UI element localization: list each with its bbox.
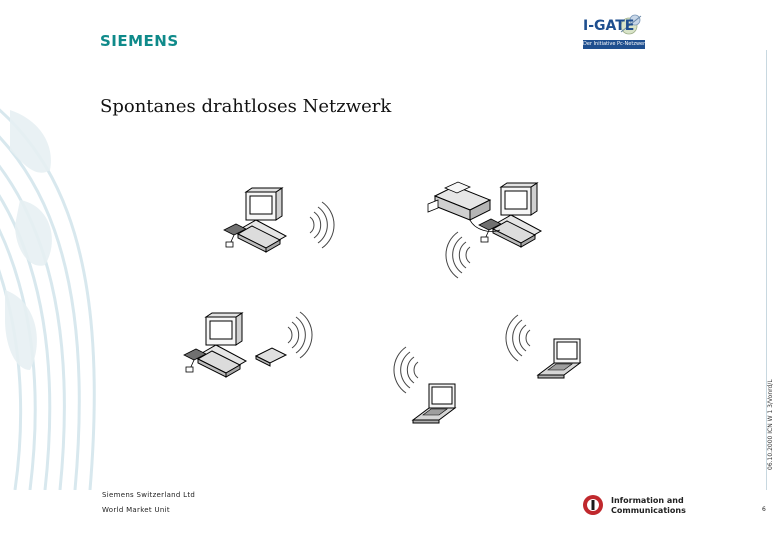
wireless-signal-icon (445, 231, 471, 279)
right-divider (766, 50, 767, 490)
globe-watermark (0, 108, 96, 490)
footer-unit: World Market Unit (102, 506, 170, 514)
ic-division-name: Information and Communications (611, 496, 686, 516)
igate-title: I-GATE (583, 18, 635, 34)
ic-line-1: Information and (611, 496, 684, 505)
ic-logo-icon (583, 495, 603, 515)
printer-icon (427, 181, 501, 232)
igate-graphic-icon (620, 14, 642, 35)
slide-title: Spontanes drahtloses Netzwerk (100, 96, 392, 117)
desktop-computer-icon (478, 182, 542, 248)
desktop-computer-icon (223, 187, 335, 253)
page-number: 6 (762, 506, 766, 513)
laptop-icon (393, 346, 456, 424)
footer-company: Siemens Switzerland Ltd (102, 491, 196, 499)
network-diagram (183, 181, 581, 424)
igate-subtitle: Der Initiative Pc-Netzwerk (583, 40, 645, 49)
igate-logo: I-GATE Der Initiative Pc-Netzwerk (583, 10, 647, 52)
desktop-computer-icon (183, 311, 313, 378)
ic-line-2: Communications (611, 506, 686, 515)
laptop-icon (505, 314, 581, 379)
document-code: 06.10.2000 ICN W 1 3/Vonrd/L (767, 379, 774, 470)
siemens-logo: SIEMENS (100, 32, 179, 50)
